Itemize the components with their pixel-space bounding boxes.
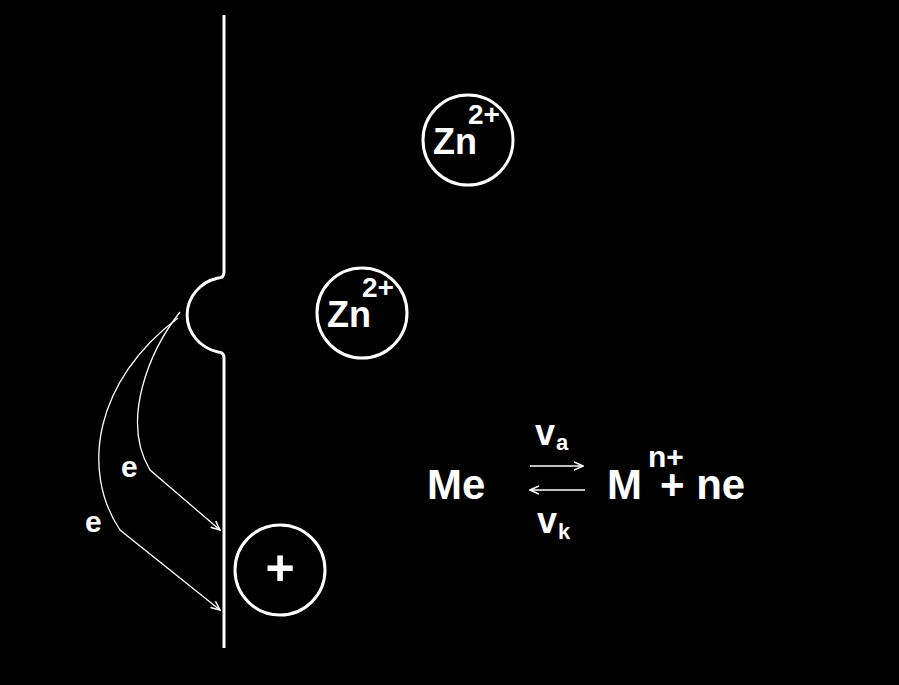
ion-circle: +: [233, 523, 327, 617]
metal-symbol: Me: [427, 464, 485, 506]
electron-path: [138, 312, 220, 530]
electron-path: [99, 318, 220, 610]
electrode-line: [187, 15, 224, 648]
rate-symbol: v: [537, 503, 557, 539]
reverse-arrow: [530, 489, 585, 490]
ion-circle: Zn2+: [315, 266, 409, 360]
rate-subscript: a: [556, 432, 568, 454]
ion-charge: 2+: [468, 101, 500, 129]
rate-subscript: k: [558, 521, 570, 543]
ion-charge: 2+: [362, 274, 394, 302]
electron-label: e: [84, 507, 103, 537]
electrons-term: + ne: [660, 464, 745, 506]
forward-arrow: [530, 465, 583, 466]
rate-symbol: v: [535, 415, 555, 451]
ion-symbol: M: [607, 464, 642, 506]
ion-symbol: +: [265, 543, 294, 593]
electron-label: e: [120, 452, 139, 482]
ion-symbol: Zn: [327, 297, 371, 333]
ion-symbol: Zn: [433, 124, 477, 160]
ion-circle: Zn2+: [421, 93, 515, 187]
